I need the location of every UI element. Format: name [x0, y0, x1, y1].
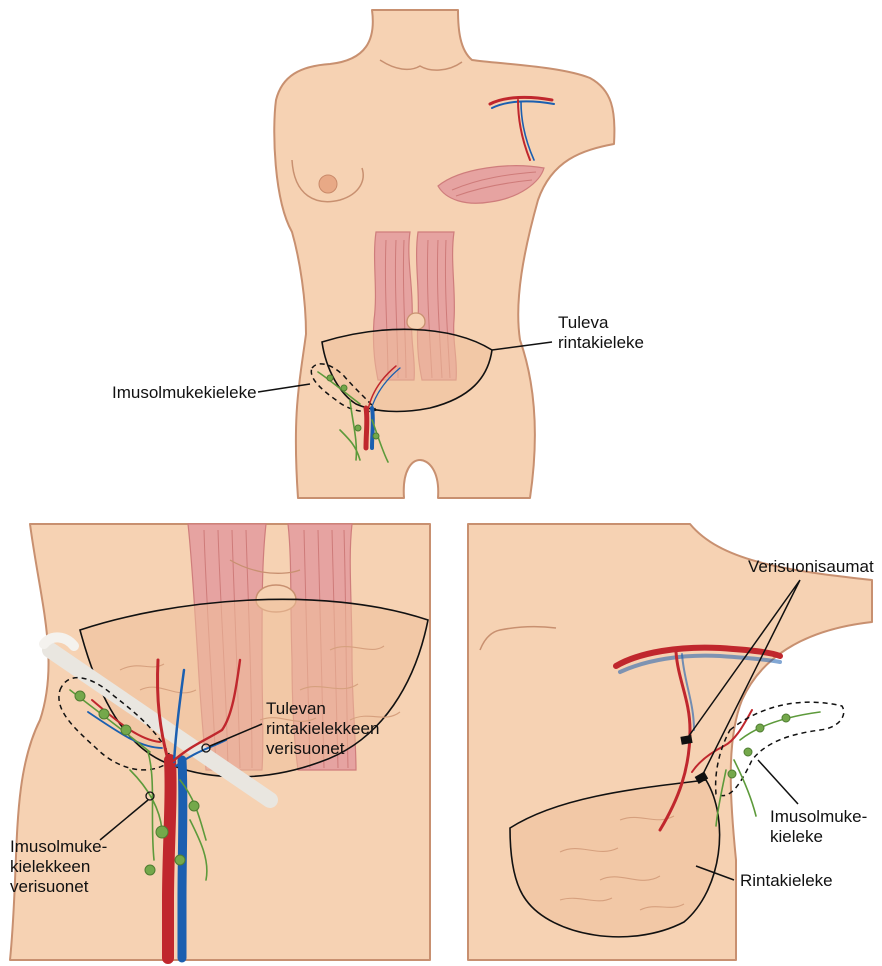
label-bl-lymph-vessels-l2: kielekkeen — [10, 857, 90, 876]
label-bl-lymph-vessels-l3: verisuonet — [10, 877, 89, 896]
top-torso-panel: Imusolmukekieleke Tuleva rintakieleke — [112, 10, 644, 498]
label-br-anastomoses: Verisuonisaumat — [748, 557, 874, 576]
leader-br-lymph-flap — [758, 760, 798, 804]
label-bl-lymph-vessels-l1: Imusolmuke- — [10, 837, 107, 856]
label-top-future-flap-l2: rintakieleke — [558, 333, 644, 352]
label-top-lymph-flap: Imusolmukekieleke — [112, 383, 257, 402]
bl-femoral-artery — [168, 760, 171, 958]
label-br-breast-flap: Rintakieleke — [740, 871, 833, 890]
label-br-lymph-flap-l2: kieleke — [770, 827, 823, 846]
label-br-lymph-flap-l1: Imusolmuke- — [770, 807, 867, 826]
bottom-right-panel: Verisuonisaumat Imusolmuke- kieleke Rint… — [468, 524, 874, 960]
label-top-future-flap: Tuleva rintakieleke — [558, 313, 644, 352]
nipple — [319, 175, 337, 193]
navel — [407, 313, 425, 330]
bottom-left-panel: Tulevan rintakielekkeen verisuonet Imuso… — [10, 524, 430, 960]
label-bl-flap-vessels-l3: verisuonet — [266, 739, 345, 758]
label-top-future-flap-l1: Tuleva — [558, 313, 609, 332]
label-bl-flap-vessels-l1: Tulevan — [266, 699, 326, 718]
label-bl-flap-vessels-l2: rintakielekkeen — [266, 719, 379, 738]
label-br-lymph-flap: Imusolmuke- kieleke — [770, 807, 872, 846]
